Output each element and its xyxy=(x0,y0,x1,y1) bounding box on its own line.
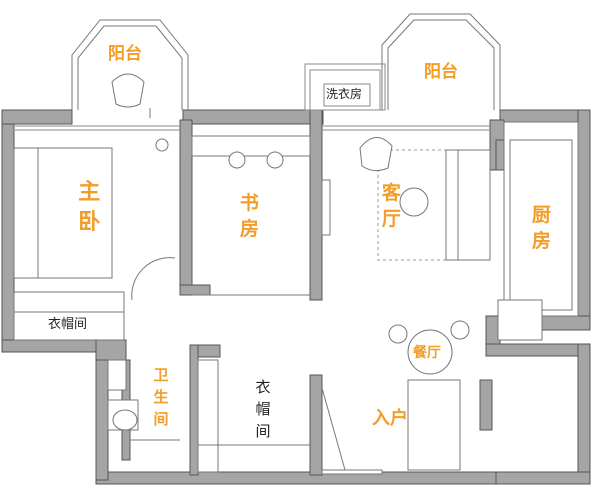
room-label-kitchen: 厨房 xyxy=(531,204,551,252)
right-balcony xyxy=(304,13,501,131)
living-room-furniture xyxy=(359,137,491,261)
study-furniture xyxy=(191,135,331,296)
master-bedroom-furniture xyxy=(13,147,176,341)
room-label-study: 书房 xyxy=(239,192,259,240)
room-label-master-bedroom: 主卧 xyxy=(78,180,101,235)
left-balcony xyxy=(15,19,189,152)
hall-fixtures xyxy=(197,359,461,475)
room-label-cloakroom-hall: 衣帽间 xyxy=(255,378,271,440)
kitchen-furniture xyxy=(497,121,579,341)
room-label-entrance: 入户 xyxy=(372,408,408,429)
room-label-living-room: 客厅 xyxy=(381,182,401,230)
room-label-dining: 餐厅 xyxy=(413,345,441,361)
room-label-balcony-right: 阳台 xyxy=(424,62,458,82)
room-label-cloakroom-master: 衣帽间 xyxy=(48,317,88,332)
room-label-bathroom: 卫生间 xyxy=(153,366,169,428)
bathroom-fixtures xyxy=(107,359,180,441)
dining-furniture xyxy=(388,320,470,375)
room-label-laundry: 洗衣房 xyxy=(326,87,363,101)
room-label-balcony-left: 阳台 xyxy=(108,44,142,64)
